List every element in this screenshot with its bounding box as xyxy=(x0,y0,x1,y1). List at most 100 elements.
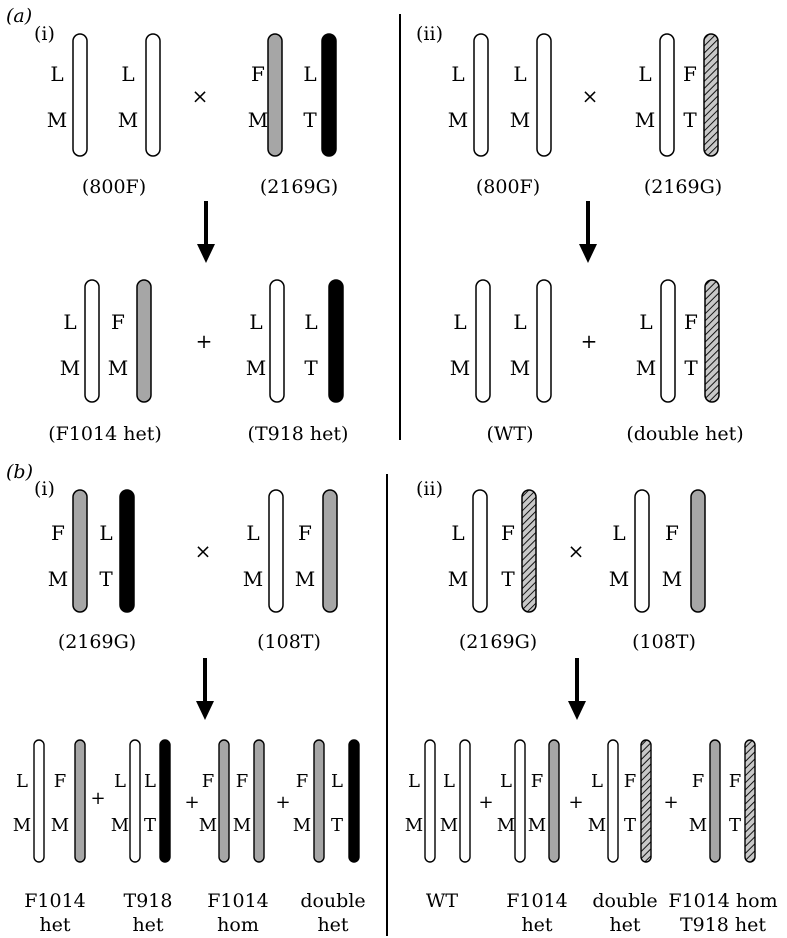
chromosome-white xyxy=(473,33,489,157)
allele-letter: M xyxy=(51,815,69,836)
allele-letter: M xyxy=(246,356,266,380)
allele-letter: M xyxy=(510,356,530,380)
allele-letter: M xyxy=(662,567,682,591)
chromosome-white xyxy=(536,279,552,403)
chromosome-black xyxy=(328,279,344,403)
sub-label: (ii) xyxy=(416,23,443,45)
chromosome-gray xyxy=(74,739,86,863)
allele-letter: T xyxy=(144,815,156,836)
allele-letter: M xyxy=(450,356,470,380)
chromosome-white xyxy=(475,279,491,403)
genotype-caption: het xyxy=(132,914,163,936)
chromosome-white xyxy=(129,739,141,863)
allele-letter: M xyxy=(48,567,68,591)
allele-letter: F xyxy=(684,310,698,334)
cross-symbol: × xyxy=(582,84,599,108)
genotype-caption: double xyxy=(300,890,365,912)
genotype-caption: (T918 het) xyxy=(248,423,349,445)
allele-letter: M xyxy=(635,108,655,132)
allele-letter: M xyxy=(60,356,80,380)
allele-letter: L xyxy=(453,310,466,334)
cross-symbol: × xyxy=(192,84,209,108)
genotype-caption: double xyxy=(592,890,657,912)
chromosome-gray xyxy=(709,739,721,863)
allele-letter: T xyxy=(624,815,636,836)
arrow-head xyxy=(196,701,214,720)
allele-letter: M xyxy=(47,108,67,132)
genotype-caption: T918 xyxy=(124,890,173,912)
genotype-caption: (800F) xyxy=(476,176,540,198)
genotype-caption: (WT) xyxy=(486,423,533,445)
genotype-caption: WT xyxy=(426,890,459,912)
allele-letter: L xyxy=(144,771,156,792)
allele-letter: L xyxy=(451,62,464,86)
plus-symbol: + xyxy=(184,792,199,813)
chromosome-gray xyxy=(548,739,560,863)
allele-letter: F xyxy=(729,771,742,792)
panel-a-ii: (ii) L M L M (800F) × L M F T (2169G) L … xyxy=(416,23,744,445)
allele-letter: M xyxy=(440,815,458,836)
chromosome-hatched xyxy=(521,489,537,613)
allele-letter: F xyxy=(683,62,697,86)
chromosome-white xyxy=(72,33,88,157)
arrow-head xyxy=(579,244,597,263)
allele-letter: L xyxy=(50,62,63,86)
allele-letter: L xyxy=(246,521,259,545)
allele-letter: M xyxy=(233,815,251,836)
allele-letter: F xyxy=(665,521,679,545)
allele-letter: F xyxy=(624,771,637,792)
genotype-caption: (double het) xyxy=(626,423,743,445)
allele-letter: T xyxy=(683,108,697,132)
genotype-caption: F1014 hom xyxy=(668,890,777,912)
allele-letter: M xyxy=(448,108,468,132)
chromosome-white xyxy=(514,739,526,863)
allele-letter: L xyxy=(304,310,317,334)
genotype-caption: het xyxy=(609,914,640,936)
genotype-caption: (800F) xyxy=(82,176,146,198)
genotype-caption: T918 het xyxy=(680,914,766,936)
allele-letter: L xyxy=(591,771,603,792)
chromosome-white xyxy=(145,33,161,157)
allele-letter: M xyxy=(528,815,546,836)
cross-symbol: × xyxy=(568,539,585,563)
genotype-caption: (2169G) xyxy=(644,176,722,198)
chromosome-hatched xyxy=(703,33,719,157)
allele-letter: M xyxy=(497,815,515,836)
allele-letter: L xyxy=(16,771,28,792)
allele-letter: T xyxy=(331,815,343,836)
genotype-caption: het xyxy=(317,914,348,936)
genotype-caption: (F1014 het) xyxy=(48,423,162,445)
plus-symbol: + xyxy=(568,792,583,813)
chromosome-black xyxy=(159,739,171,863)
allele-letter: T xyxy=(304,356,318,380)
chromosome-gray xyxy=(690,489,706,613)
allele-letter: F xyxy=(298,521,312,545)
genotype-caption: F1014 xyxy=(24,890,86,912)
chromosome-gray xyxy=(313,739,325,863)
genotype-caption: F1014 xyxy=(506,890,568,912)
chromosome-hatched xyxy=(744,739,756,863)
allele-letter: L xyxy=(249,310,262,334)
chromosome-white xyxy=(33,739,45,863)
genotype-caption: (2169G) xyxy=(459,631,537,653)
allele-letter: L xyxy=(639,310,652,334)
chromosome-white xyxy=(268,489,284,613)
allele-letter: L xyxy=(99,521,112,545)
plus-symbol: + xyxy=(581,329,598,353)
genotype-caption: het xyxy=(39,914,70,936)
allele-letter: F xyxy=(111,310,125,334)
arrow-head xyxy=(568,701,586,720)
allele-letter: M xyxy=(243,567,263,591)
allele-letter: M xyxy=(636,356,656,380)
allele-letter: M xyxy=(405,815,423,836)
chromosome-black xyxy=(348,739,360,863)
allele-letter: L xyxy=(408,771,420,792)
allele-letter: M xyxy=(118,108,138,132)
allele-letter: M xyxy=(13,815,31,836)
allele-letter: M xyxy=(111,815,129,836)
allele-letter: L xyxy=(451,521,464,545)
genotype-caption: (2169G) xyxy=(260,176,338,198)
plus-symbol: + xyxy=(90,788,105,809)
panel-a-label: (a) xyxy=(6,5,32,27)
chromosome-gray xyxy=(218,739,230,863)
